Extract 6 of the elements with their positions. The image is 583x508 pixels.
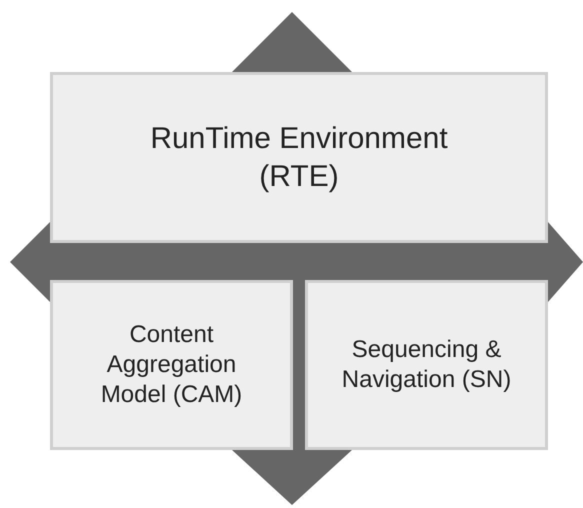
module-label: Sequencing & Navigation (SN)	[340, 335, 512, 395]
module-box	[50, 280, 293, 450]
module-label: Content Aggregation Model (CAM)	[100, 320, 244, 410]
module-box	[50, 72, 548, 243]
module-label: RunTime Environment (RTE)	[149, 121, 449, 194]
module-box	[305, 280, 548, 450]
